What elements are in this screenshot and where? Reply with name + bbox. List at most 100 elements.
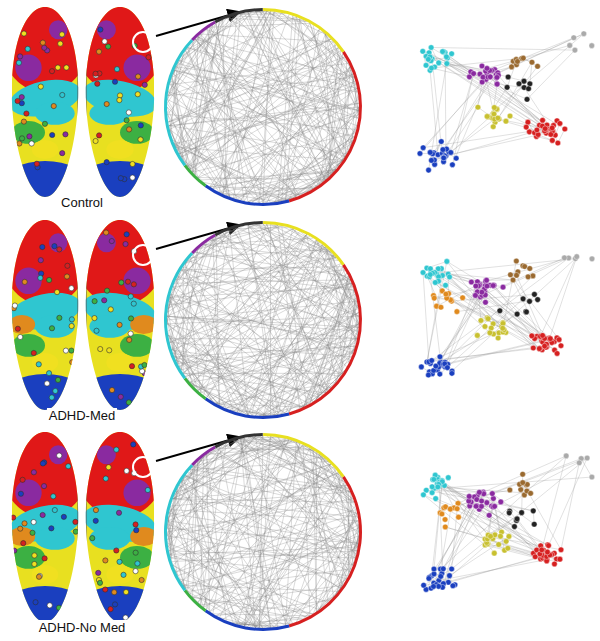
network-node: [433, 496, 439, 502]
network-node: [534, 127, 540, 133]
network-node: [438, 574, 444, 580]
network-node: [530, 508, 536, 514]
network-node: [558, 343, 564, 349]
network-node: [492, 105, 498, 111]
network-node: [527, 299, 533, 305]
network-node: [535, 297, 541, 303]
connectogram: [164, 433, 362, 631]
network-graph: [421, 453, 595, 592]
network-node: [449, 566, 455, 572]
network-node: [522, 264, 528, 270]
connectogram: [164, 221, 362, 419]
network-node: [529, 59, 535, 65]
network-node: [426, 372, 432, 378]
network-node: [574, 254, 580, 260]
network-node: [431, 566, 437, 572]
network-node: [530, 345, 536, 351]
network-node: [525, 274, 531, 280]
network-node: [555, 140, 561, 146]
network-graph: [419, 254, 595, 378]
network-node: [450, 583, 456, 589]
network-node: [444, 54, 450, 60]
network-node: [526, 86, 532, 92]
network-node: [479, 289, 485, 295]
network-node: [510, 277, 516, 283]
network-node: [489, 491, 495, 497]
network-node: [518, 487, 524, 493]
network-node: [567, 43, 573, 49]
network-node: [492, 504, 498, 510]
network-node: [473, 503, 479, 509]
network-node: [498, 499, 504, 505]
group-label: ADHD-No Med: [37, 620, 128, 635]
network-node: [425, 57, 431, 63]
network-node: [456, 514, 462, 520]
network-node: [441, 49, 447, 55]
network-node: [548, 132, 554, 138]
network-node: [437, 371, 443, 377]
network-node: [500, 284, 506, 290]
network-node: [584, 455, 590, 461]
network-node: [437, 354, 443, 360]
network-node: [521, 78, 527, 84]
network-node: [449, 371, 455, 377]
brain-hemisphere: [76, 423, 164, 632]
network-node: [523, 124, 529, 130]
network-node: [562, 255, 568, 261]
network-node: [539, 547, 545, 553]
network-node: [485, 316, 491, 322]
network-node: [429, 490, 435, 496]
network-node: [532, 292, 538, 298]
network-node: [427, 150, 433, 156]
network-node: [487, 330, 493, 336]
network-node: [484, 66, 490, 72]
brain-hemisphere: [2, 0, 88, 207]
network-node: [429, 358, 435, 364]
network-node: [441, 155, 447, 161]
network-node: [500, 320, 506, 326]
network-node: [497, 308, 503, 314]
network-node: [531, 521, 537, 527]
network-node: [520, 55, 526, 61]
network-node: [490, 124, 496, 130]
network-node: [524, 97, 530, 103]
network-node: [484, 500, 490, 506]
network-node: [466, 494, 472, 500]
network-node: [514, 516, 520, 522]
network-node: [419, 364, 425, 370]
network-node: [475, 104, 481, 110]
network-node: [484, 315, 490, 321]
network-node: [548, 336, 554, 342]
network-node: [545, 549, 551, 555]
network-node: [504, 85, 510, 91]
network-node: [479, 79, 485, 85]
network-node: [500, 325, 506, 331]
row-illustration: [2, 0, 594, 207]
network-node: [447, 573, 453, 579]
network-node: [421, 492, 427, 498]
network-node: [448, 150, 454, 156]
group-label: Control: [59, 195, 105, 210]
network-node: [529, 333, 535, 339]
network-node: [478, 318, 484, 324]
network-node: [484, 114, 490, 120]
network-node: [576, 460, 582, 466]
network-node: [431, 584, 437, 590]
network-node: [441, 155, 447, 161]
network-node: [530, 273, 536, 279]
network-node: [495, 115, 501, 121]
network-node: [535, 64, 541, 70]
network-node: [557, 556, 563, 562]
network-node: [483, 278, 489, 284]
network-node: [563, 453, 569, 459]
network-node: [423, 62, 429, 68]
network-node: [494, 81, 500, 87]
row-illustration: [2, 211, 595, 420]
network-node: [506, 534, 512, 540]
network-node: [445, 475, 451, 481]
network-node: [420, 49, 426, 55]
network-node: [433, 363, 439, 369]
network-node: [505, 545, 511, 551]
network-node: [482, 324, 488, 330]
network-node: [491, 283, 497, 289]
